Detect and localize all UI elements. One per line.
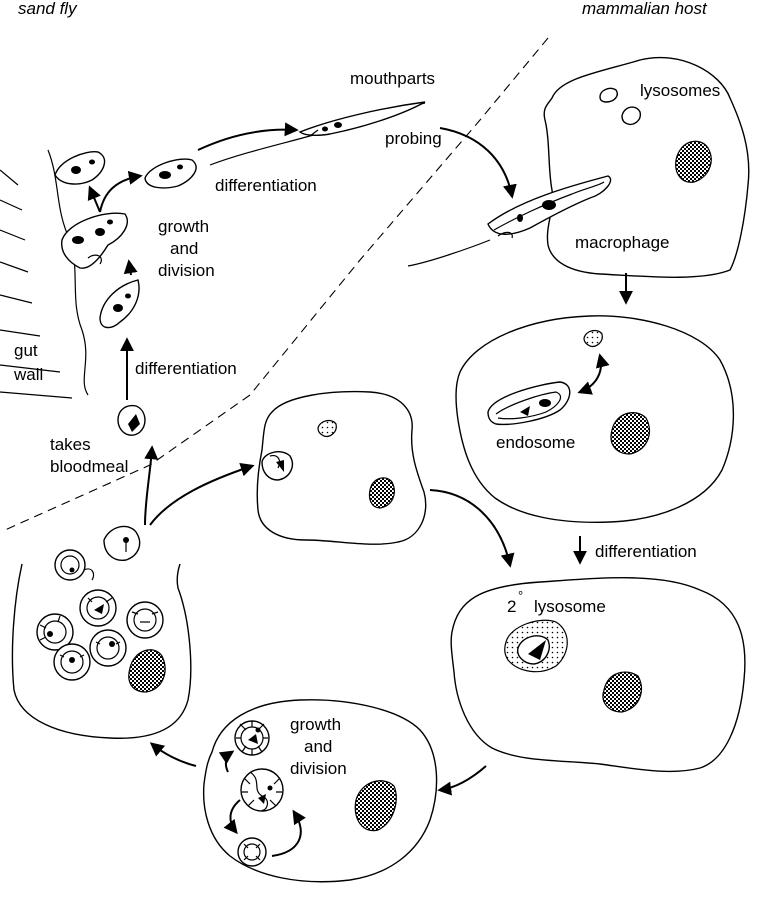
arrow-to-mouthparts (197, 122, 299, 151)
arrow-to-new-macrophage (149, 462, 255, 526)
arrow-growth-upper-left (218, 750, 235, 773)
promastigote-gut-1 (54, 151, 106, 185)
probing-label: probing (385, 129, 442, 148)
differentiation-label-top: differentiation (215, 176, 317, 195)
arrow-gut-up-2 (123, 259, 138, 276)
macrophage-cell (543, 56, 750, 278)
arrow-to-growth-cell (437, 765, 487, 796)
division-label-bottom: division (290, 759, 347, 778)
infected-macrophage-bottom (11, 525, 192, 739)
macrophage-label: macrophage (575, 233, 670, 252)
arrow-to-bloodmeal (144, 445, 159, 526)
differentiation-label-right: differentiation (595, 542, 697, 561)
arrow-to-secondary-lysosome-cell (429, 489, 515, 568)
arrow-to-infected-cell (149, 742, 197, 767)
secondary-lysosome-number: 2 (507, 597, 516, 616)
growth-label-bottom: growth (290, 715, 341, 734)
endosome-label: endosome (496, 433, 575, 452)
bloodmeal-label: bloodmeal (50, 457, 128, 476)
amastigote-cluster (36, 549, 164, 681)
arrow-gut-split-right (99, 170, 143, 213)
arrow-lysosome-fusion (577, 353, 610, 395)
secondary-lysosome-label: lysosome (534, 597, 606, 616)
new-macrophage-cell (256, 390, 427, 545)
arrow-growth-left-down (223, 799, 241, 835)
gut-wall (0, 149, 89, 399)
arrow-gut-split-left (87, 185, 101, 213)
host-divider-upper (249, 37, 549, 396)
promastigote-gut-4 (99, 279, 140, 329)
arrow-growth-right-up (271, 809, 306, 857)
and-label-bottom: and (304, 737, 332, 756)
secondary-lysosome-degree: ° (518, 588, 523, 603)
mammalian-host-label: mammalian host (582, 0, 708, 18)
gut-label: gut (14, 341, 38, 360)
phagocytosis-promastigote (407, 175, 612, 267)
sand-fly-label: sand fly (18, 0, 78, 18)
endosome-cell (455, 315, 735, 523)
division-label-top: division (158, 261, 215, 280)
differentiation-label-gut: differentiation (135, 359, 237, 378)
mouthparts-proboscis (209, 101, 426, 166)
arrow-probing (439, 127, 517, 199)
growth-division-cell (202, 699, 438, 883)
secondary-lysosome-cell (450, 577, 746, 773)
takes-label: takes (50, 435, 91, 454)
lysosomes-label: lysosomes (640, 81, 720, 100)
promastigote-bloodmeal (117, 404, 146, 436)
growth-label-top: growth (158, 217, 209, 236)
mouthparts-label: mouthparts (350, 69, 435, 88)
promastigote-gut-2 (144, 158, 197, 189)
wall-label: wall (13, 365, 43, 384)
promastigote-gut-3 (61, 212, 128, 269)
and-label-top: and (170, 239, 198, 258)
